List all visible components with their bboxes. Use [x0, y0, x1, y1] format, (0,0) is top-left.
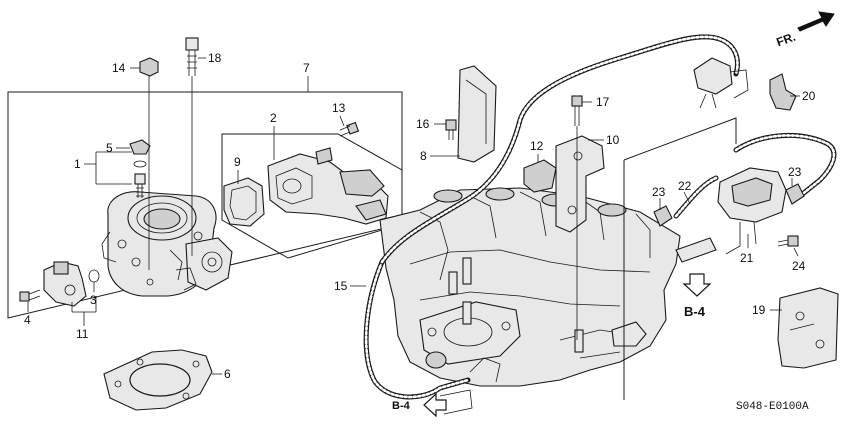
callout-5: 5	[106, 141, 113, 155]
intake-manifold	[379, 187, 681, 387]
part-10-bracket	[555, 135, 605, 233]
part-18-bolt	[185, 37, 199, 256]
part-4-screw	[19, 289, 41, 302]
front-direction-indicator: FR.	[774, 11, 835, 50]
part-14-nut	[139, 57, 159, 270]
b4-arrow-bottom	[423, 389, 473, 418]
callout-16: 16	[416, 117, 430, 131]
part-16-bolt	[445, 119, 457, 140]
callout-9: 9	[234, 155, 241, 169]
callout-13: 13	[332, 101, 346, 115]
callout-19: 19	[752, 303, 766, 317]
ref-b4-right: B-4	[684, 304, 706, 319]
throttle-body	[101, 191, 233, 297]
part-21-solenoid-valve	[717, 167, 787, 255]
part-2-idle-air-control-valve	[267, 147, 389, 225]
callout-23-left: 23	[652, 185, 666, 199]
callout-3: 3	[90, 293, 97, 307]
ref-b4-bottom: B-4	[392, 400, 411, 412]
callout-18: 18	[208, 51, 222, 65]
leader-lines	[27, 57, 800, 375]
callout-6: 6	[224, 367, 231, 381]
part-24-bolt	[777, 235, 799, 247]
callout-10: 10	[606, 133, 620, 147]
throttle-body-group	[7, 37, 403, 411]
callout-1: 1	[74, 157, 81, 171]
callout-4: 4	[24, 313, 31, 327]
link-hose	[675, 237, 717, 263]
part-23-clamp-left	[653, 205, 673, 227]
right-hose-frame	[623, 117, 737, 400]
callout-24: 24	[792, 259, 806, 273]
reference-code: S048-E0100A	[736, 401, 809, 413]
part-22-hose	[673, 133, 837, 219]
front-direction-label: FR.	[774, 30, 797, 50]
callout-21: 21	[740, 251, 754, 265]
manifold-studs	[448, 257, 584, 353]
b4-arrow-right	[682, 273, 712, 297]
front-arrow-icon	[797, 11, 835, 32]
part-17-bolt	[571, 95, 583, 340]
callout-labels: 14 18 7 5 1 2 9 13 3 4 11 6 15 16 8 12 1…	[24, 51, 816, 381]
callout-7: 7	[303, 61, 310, 75]
part-13-screw	[339, 121, 360, 137]
part-23-clamp-right	[785, 183, 805, 205]
part-12-connector	[523, 159, 557, 193]
callout-22: 22	[678, 179, 692, 193]
callout-23-right: 23	[788, 165, 802, 179]
callout-17: 17	[596, 95, 610, 109]
part-5-sensor	[129, 139, 151, 155]
part-6-gasket	[103, 349, 213, 411]
top-right-valve	[693, 57, 749, 109]
part-1-screw	[133, 160, 147, 198]
part-11-sensor	[43, 261, 100, 307]
part-20-clip	[769, 73, 797, 111]
part-15-vacuum-hose	[363, 34, 740, 400]
part-19-bracket	[777, 287, 839, 369]
callout-14: 14	[112, 61, 126, 75]
callout-11: 11	[76, 327, 89, 341]
callout-2: 2	[270, 111, 277, 125]
part-8-bracket	[457, 65, 497, 163]
callout-20: 20	[802, 89, 816, 103]
callout-12: 12	[530, 139, 544, 153]
callout-15: 15	[334, 279, 348, 293]
part-9-gasket	[223, 177, 265, 227]
callout-8: 8	[420, 149, 427, 163]
